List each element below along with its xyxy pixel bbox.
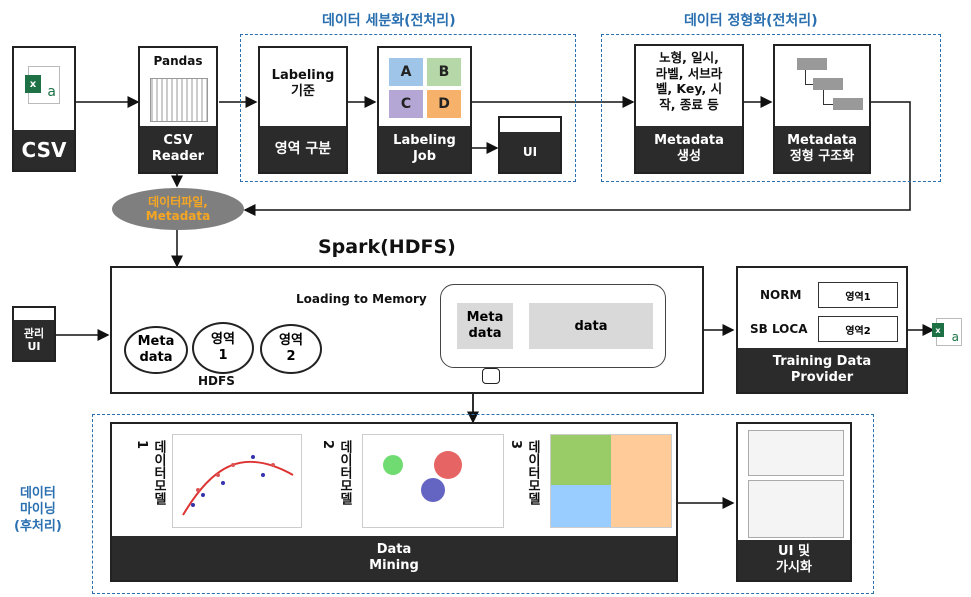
viz-label: UI 및 가시화 — [738, 540, 850, 580]
data-file-metadata: 데이터파일, Metadata — [112, 188, 244, 230]
csv-box: x a CSV — [12, 46, 76, 172]
ui-box: UI — [498, 116, 562, 174]
labeling-basis-box: Labeling 기준 영역 구분 — [258, 46, 348, 174]
tile-d: D — [427, 90, 461, 118]
memory-data: data — [529, 303, 653, 349]
pandas-table-icon — [150, 78, 208, 122]
metadata-struct-label: Metadata 정형 구조화 — [775, 126, 869, 172]
data-model-2-label: 데이터모델 2 — [320, 440, 352, 505]
mining-frame — [92, 414, 874, 594]
tile-c: C — [389, 90, 423, 118]
metadata-gen-label: Metadata 생성 — [636, 126, 742, 172]
formalization-frame — [601, 34, 941, 182]
hdfs-region2-node: 영역 2 — [260, 324, 322, 374]
data-model-1-label: 데이터모델 1 — [134, 440, 166, 505]
hdfs-metadata-node: Meta data — [124, 326, 188, 374]
metadata-struct-box: Metadata 정형 구조화 — [773, 44, 871, 174]
provider-row-value-1: 영역1 — [818, 282, 898, 308]
subdivision-frame — [240, 34, 576, 182]
viz-thumbnail-2 — [748, 480, 844, 538]
viz-thumbnail-1 — [748, 430, 844, 476]
spark-title: Spark(HDFS) — [318, 236, 456, 258]
sync-icon — [482, 368, 500, 384]
tree-node-1 — [797, 58, 827, 70]
ui-label: UI — [500, 132, 560, 172]
provider-row-key-2: SB LOCA — [750, 322, 808, 336]
csv-reader-box: Pandas CSV Reader — [138, 46, 218, 174]
metadata-gen-box: 노형, 일시, 라벨, 서브라 벨, Key, 시 작, 종료 등 Metada… — [634, 44, 744, 174]
labeling-job-box: A B C D Labeling Job — [377, 46, 472, 174]
excel-file-icon: x a — [25, 66, 60, 104]
admin-ui-label: 관리 UI — [14, 320, 54, 360]
tile-b: B — [427, 58, 461, 86]
memory-box: Meta data data — [440, 284, 666, 368]
provider-row-key-1: NORM — [760, 288, 802, 302]
viz-box: UI 및 가시화 — [736, 422, 852, 582]
csv-reader-label: CSV Reader — [140, 126, 216, 172]
data-model-3-label: 데이터모델 3 — [508, 440, 540, 505]
labeling-basis-text: Labeling 기준 — [271, 68, 335, 100]
model-2-cluster-thumbnail — [362, 434, 504, 528]
model-3-classification-thumbnail — [550, 434, 672, 528]
tree-node-3 — [833, 98, 863, 110]
subdivision-title: 데이터 세분화(전처리) — [322, 13, 456, 29]
excel-output-icon: x a — [932, 318, 962, 346]
arrow-struct-datafile — [243, 101, 911, 216]
admin-ui-box: 관리 UI — [12, 306, 56, 362]
memory-metadata: Meta data — [457, 303, 513, 349]
hdfs-label: HDFS — [198, 374, 235, 388]
csv-label: CSV — [14, 130, 74, 170]
hdfs-region1-node: 영역 1 — [192, 322, 254, 374]
region-division-label: 영역 구분 — [260, 126, 346, 172]
pandas-label: Pandas — [153, 54, 203, 68]
tile-a: A — [389, 58, 423, 86]
formalization-title: 데이터 정형화(전처리) — [684, 13, 818, 29]
mining-side-title: 데이터 마이닝 (후처리) — [14, 486, 62, 534]
model-1-scatter-thumbnail — [172, 434, 302, 528]
training-provider-label: Training Data Provider — [738, 348, 906, 392]
data-mining-label: Data Mining — [112, 536, 676, 580]
labeling-job-label: Labeling Job — [379, 126, 470, 172]
provider-row-value-2: 영역2 — [818, 316, 898, 342]
metadata-fields-text: 노형, 일시, 라벨, 서브라 벨, Key, 시 작, 종료 등 — [655, 50, 723, 112]
training-provider-box: NORM 영역1 SB LOCA 영역2 Training Data Provi… — [736, 266, 908, 394]
loading-to-memory-label: Loading to Memory — [296, 292, 427, 306]
tree-node-2 — [813, 78, 843, 90]
